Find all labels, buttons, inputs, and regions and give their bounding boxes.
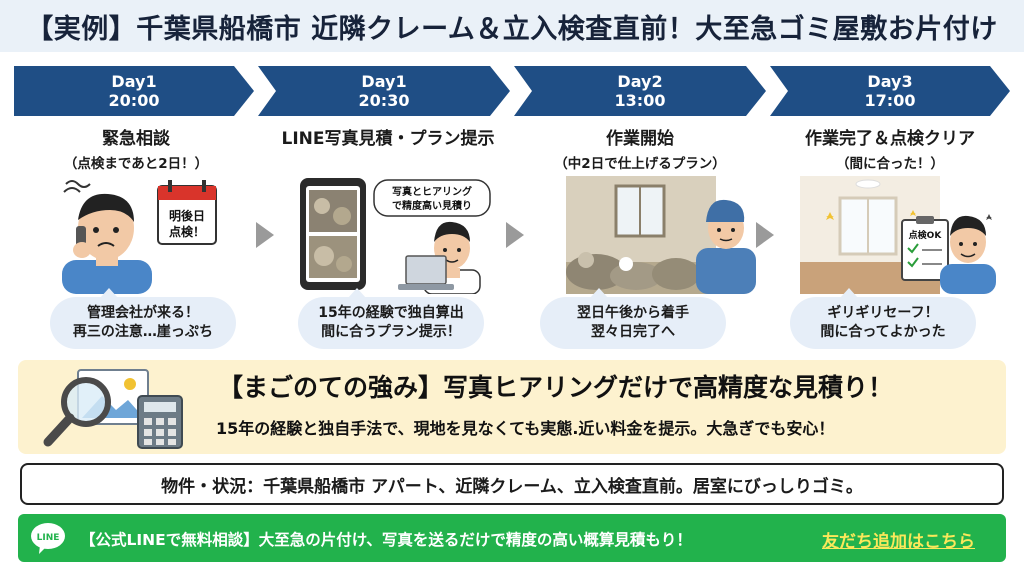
line-logo-icon: LINE [31, 523, 65, 554]
step-2-bubble-line-2: 間に合うプラン提示！ [321, 324, 461, 340]
step-4-bubble: ギリギリセーフ！ 間に合ってよかった [790, 288, 976, 349]
speech-bubble: 写真とヒアリング で精度高い見積り [373, 179, 491, 217]
strength-panel: 【まごのての強み】写真ヒアリングだけで高精度な見積り！ 15年の経験と独自手法で… [18, 360, 1006, 454]
step-3-subtitle: （中2日で仕上げるプラン） [554, 156, 726, 172]
timeline-step-4-chevron: Day3 17:00 [770, 66, 1010, 116]
line-estimate-illustration: 写真とヒアリング で精度高い見積り [300, 178, 491, 294]
inspection-clear-illustration: 点検OK [800, 176, 996, 294]
speech-text-2: で精度高い見積り [392, 199, 472, 212]
property-info: 物件・状況：千葉県船橋市 アパート、近隣クレーム、立入検査直前。居室にびっしりゴ… [20, 463, 1004, 505]
step-1-bubble-line-1: 管理会社が来る！ [87, 305, 199, 321]
step-1-title: 緊急相談 [102, 129, 170, 149]
step-2-bubble-line-1: 15年の経験で独自算出 [318, 305, 464, 321]
step-4-bubble-line-1: ギリギリセーフ！ [827, 305, 939, 321]
step-arrow-3 [756, 222, 774, 248]
strength-title: 【まごのての強み】写真ヒアリングだけで高精度な見積り！ [218, 373, 894, 402]
step-arrow-1 [256, 222, 274, 248]
clipboard-text: 点検OK [909, 229, 943, 241]
step-2-heading: LINE写真見積・プラン提示 [268, 124, 508, 149]
strength-description: 15年の経験と独自手法で、現地を見なくても実態.近い料金を提示。大急ぎでも安心！ [216, 419, 835, 438]
line-logo-text: LINE [37, 533, 60, 543]
step-4-time: 17:00 [864, 91, 916, 110]
line-cta-bar[interactable]: LINE 【公式LINEで無料相談】大至急の片付け、写真を送るだけで精度の高い概… [18, 514, 1006, 562]
step-2-bubble: 15年の経験で独自算出 間に合うプラン提示！ [298, 288, 484, 349]
timeline-step-2-chevron: Day1 20:30 [258, 66, 510, 116]
step-4-heading: 作業完了＆点検クリア （間に合った！） [770, 124, 1010, 172]
step-2-title: LINE写真見積・プラン提示 [281, 129, 495, 149]
step-1-day: Day1 [111, 72, 157, 91]
add-friend-link[interactable]: 友だち追加はこちら [822, 532, 975, 552]
speech-text-1: 写真とヒアリング [392, 185, 472, 198]
timeline-step-1-chevron: Day1 20:00 [14, 66, 254, 116]
magnifier-calculator-icon [43, 369, 183, 449]
step-3-day: Day2 [617, 72, 663, 91]
title-bar: 【実例】千葉県船橋市 近隣クレーム＆立入検査直前！大至急ゴミ屋敷お片付け [0, 0, 1024, 52]
line-cta-text: 【公式LINEで無料相談】大至急の片付け、写真を送るだけで精度の高い概算見積もり… [80, 531, 692, 549]
page-title: 【実例】千葉県船橋市 近隣クレーム＆立入検査直前！大至急ゴミ屋敷お片付け [26, 13, 998, 45]
laptop-icon [398, 255, 454, 290]
step-1-time: 20:00 [108, 91, 160, 110]
step-3-bubble: 翌日午後から着手 翌々日完了へ [540, 288, 726, 349]
step-4-title: 作業完了＆点検クリア [805, 129, 975, 149]
step-4-subtitle: （間に合った！） [836, 156, 944, 172]
step-4-day: Day3 [867, 72, 913, 91]
step-3-time: 13:00 [614, 91, 666, 110]
step-4-bubble-line-2: 間に合ってよかった [820, 324, 946, 340]
step-2-time: 20:30 [358, 91, 410, 110]
clipboard-icon: 点検OK [901, 216, 949, 281]
step-1-heading: 緊急相談 （点検まであと2日！） [16, 124, 256, 172]
step-3-heading: 作業開始 （中2日で仕上げるプラン） [520, 124, 760, 172]
timeline: Day1 20:00 Day1 20:30 Day2 13:00 Day3 17… [14, 66, 1010, 116]
calendar-text-2: 点検！ [169, 224, 205, 239]
step-1-subtitle: （点検まであと2日！） [63, 156, 209, 172]
timeline-step-3-chevron: Day2 13:00 [514, 66, 766, 116]
step-2-day: Day1 [361, 72, 407, 91]
step-1-bubble-line-2: 再三の注意…崖っぷち [72, 324, 214, 340]
step-1-bubble: 管理会社が来る！ 再三の注意…崖っぷち [50, 288, 236, 349]
step-arrow-2 [506, 222, 524, 248]
step-3-title: 作業開始 [606, 129, 674, 149]
smartphone-icon [300, 178, 366, 290]
step-3-bubble-line-1: 翌日午後から着手 [577, 305, 689, 321]
cleanup-work-illustration [566, 176, 756, 294]
worried-man-illustration: 明後日 点検！ [62, 180, 217, 294]
step-3-bubble-line-2: 翌々日完了へ [591, 324, 675, 340]
calendar-text-1: 明後日 [169, 208, 205, 223]
calendar-icon: 明後日 点検！ [157, 180, 217, 245]
